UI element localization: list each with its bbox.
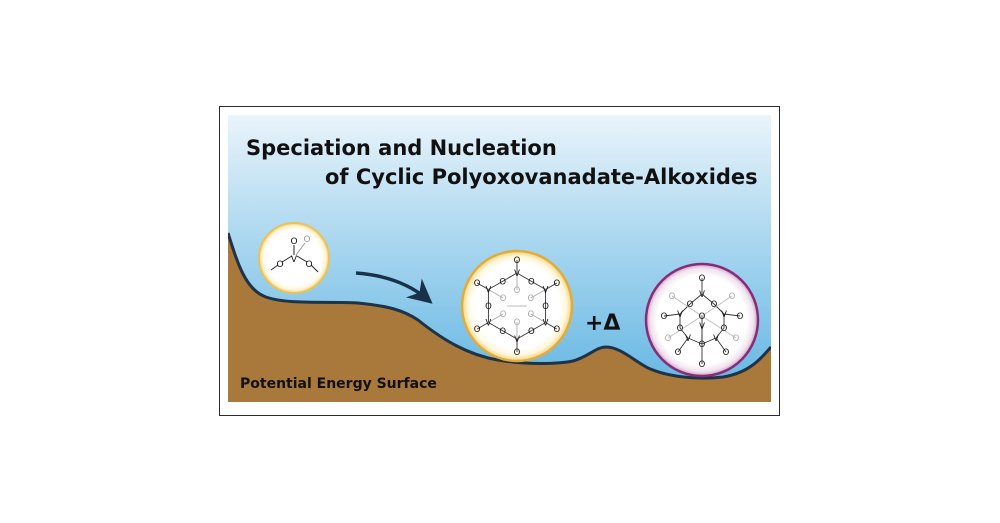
oxide-oxygen: O	[721, 324, 728, 334]
energy-surface-curve	[228, 232, 771, 380]
cyclic-inner-oxygen: O	[514, 318, 521, 328]
oxide-oxygen: O	[677, 324, 684, 334]
monomer-vanadium: V	[291, 255, 298, 265]
oxide-oxygen: O	[675, 348, 682, 358]
monomer-alkoxide-right: O	[305, 260, 312, 270]
oxide-oxygen: O	[711, 300, 718, 310]
monomer-bubble: V O O O O	[258, 222, 330, 294]
oxide-back-oxygen: O	[669, 292, 676, 302]
cyclic-terminal-oxygen: O	[474, 325, 481, 335]
cyclic-bridging-oxygen: O	[499, 327, 506, 337]
cyclic-vanadium: V	[486, 286, 492, 296]
oxide-vanadium: V	[685, 334, 691, 344]
cyclic-bridging-oxygen: O	[528, 327, 535, 337]
monomer-alkoxide-back: O	[303, 235, 310, 245]
figure-frame: Speciation and Nucleation of Cyclic Poly…	[219, 106, 780, 416]
cyclic-inner-oxygen: O	[528, 310, 535, 320]
oxide-oxygen: O	[699, 312, 706, 322]
cyclic-inner-oxygen: O	[500, 294, 507, 304]
cyclic-inner-oxygen: O	[500, 310, 507, 320]
reaction-arrow	[355, 271, 433, 304]
oxide-vanadium: V	[699, 290, 705, 300]
cyclic-vanadium: V	[514, 335, 520, 345]
cyclic-vanadium: V	[543, 286, 549, 296]
oxide-vanadium: V	[677, 310, 683, 320]
oxide-oxygen: O	[699, 274, 706, 284]
title-line-1: Speciation and Nucleation	[246, 136, 557, 160]
cyclic-bridging-oxygen: O	[499, 277, 506, 287]
cyclic-inner-oxygen: O	[528, 294, 535, 304]
oxide-back-oxygen: O	[665, 334, 672, 344]
oxide-back-oxygen: O	[729, 292, 736, 302]
energy-surface-ground	[228, 233, 771, 402]
oxide-vanadium: V	[713, 334, 719, 344]
cyclic-vanadium: V	[486, 319, 492, 329]
cyclic-terminal-oxygen: O	[553, 325, 560, 335]
cyclic-inner-oxygen: O	[514, 286, 521, 296]
energy-diagram: Speciation and Nucleation of Cyclic Poly…	[228, 115, 771, 402]
cyclic-bridging-oxygen: O	[485, 302, 492, 312]
cyclic-bridging-oxygen: O	[528, 277, 535, 287]
cyclic-terminal-oxygen: O	[514, 256, 521, 266]
oxide-oxygen: O	[699, 340, 706, 350]
oxide-vanadium: V	[721, 310, 727, 320]
oxide-back-oxygen: O	[733, 334, 740, 344]
oxide-oxygen: O	[661, 312, 668, 322]
cyclic-terminal-oxygen: O	[553, 279, 560, 289]
oxide-oxygen: O	[723, 348, 730, 358]
surface-label: Potential Energy Surface	[240, 376, 437, 392]
oxide-oxygen: O	[699, 360, 706, 370]
cyclic-vanadium: V	[514, 269, 520, 279]
cyclic-vanadium: V	[543, 319, 549, 329]
cyclic-terminal-oxygen: O	[514, 348, 521, 358]
cyclic-terminal-oxygen: O	[474, 279, 481, 289]
monomer-alkoxide-left: O	[276, 260, 283, 270]
heat-label: +Δ	[585, 311, 620, 336]
title-line-2: of Cyclic Polyoxovanadate-Alkoxides	[325, 165, 758, 189]
oxide-vanadium: V	[699, 322, 705, 332]
oxide-oxygen: O	[687, 300, 694, 310]
monomer-oxo: O	[290, 237, 297, 247]
cyclic-bridging-oxygen: O	[542, 302, 549, 312]
oxide-oxygen: O	[737, 312, 744, 322]
